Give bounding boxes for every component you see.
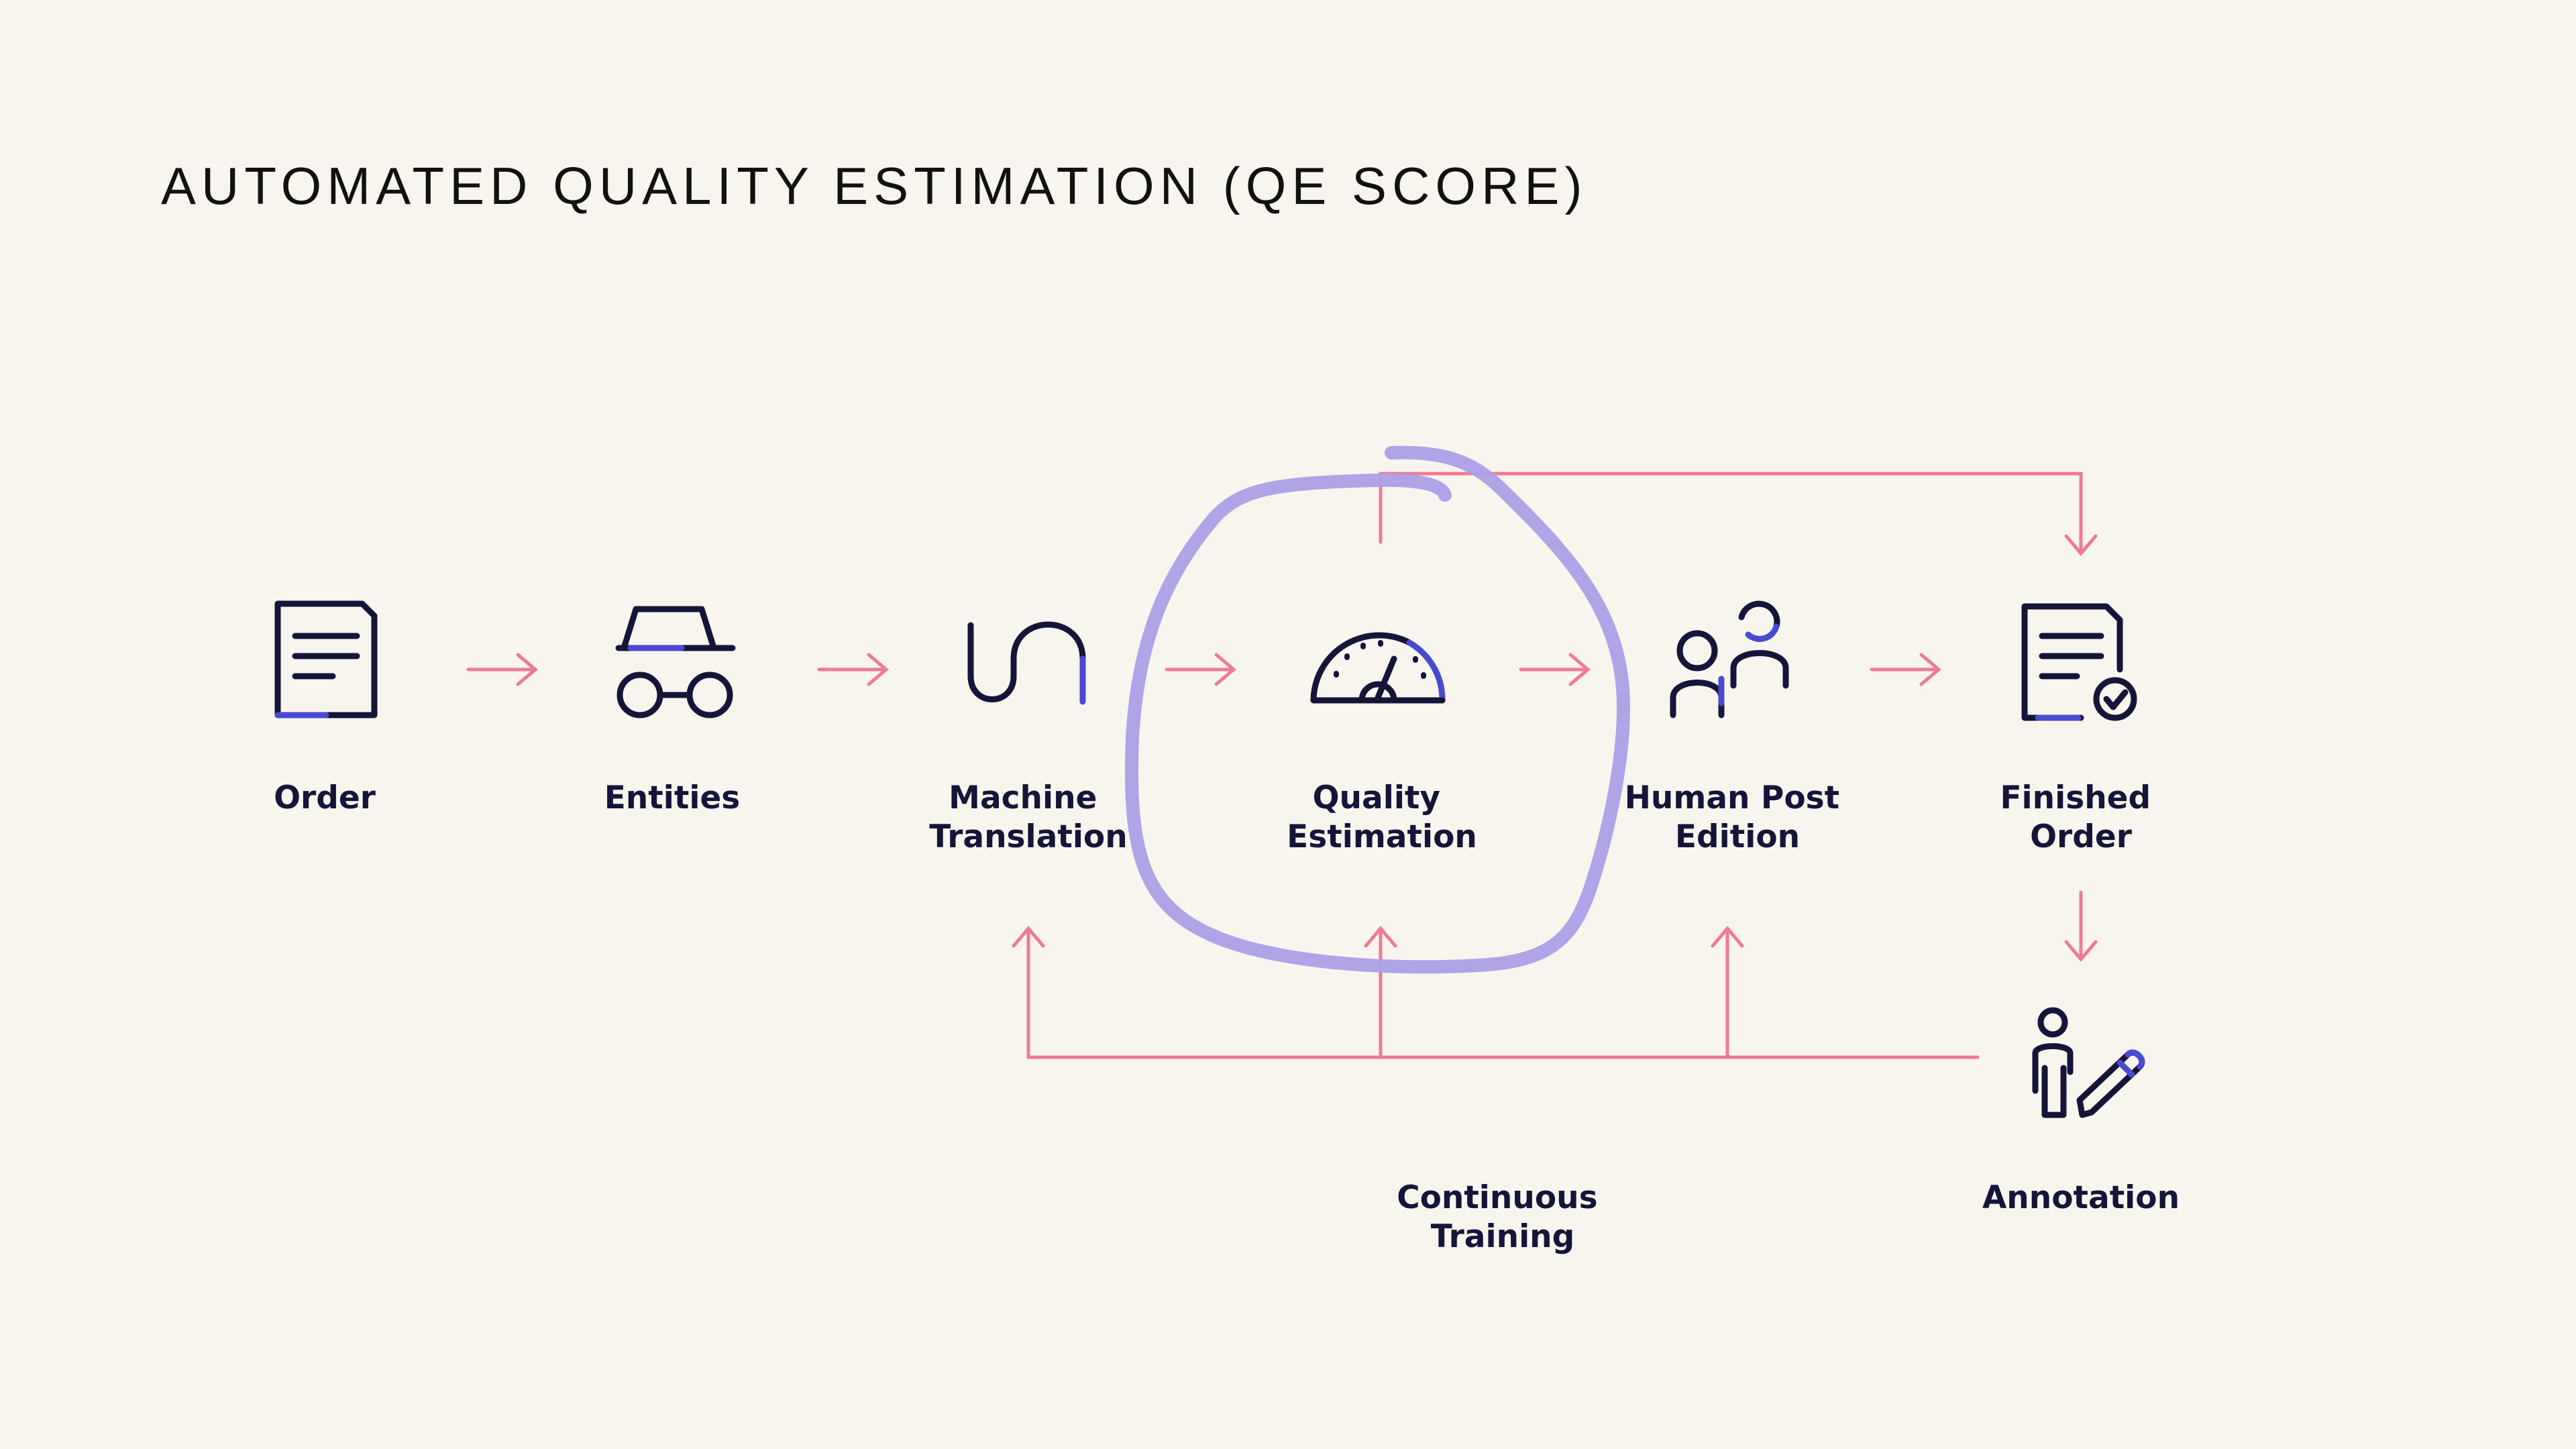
label-quality-estimation: Quality Estimation: [1287, 780, 1477, 855]
people-icon: [1670, 600, 1789, 718]
highlight-circle: [1124, 445, 1630, 974]
arrow-quality-estimation-to-finished-order: [1379, 472, 2098, 556]
arrow-order-to-entities: [466, 653, 538, 686]
label-finished-order: Finished Order: [2000, 780, 2161, 855]
label-quality-estimation-line-1: Quality: [1313, 780, 1440, 816]
label-annotation: Annotation: [1982, 1179, 2180, 1216]
document-check-icon: [2021, 603, 2137, 721]
arrow-training-to-human-post-edition: [1711, 926, 1744, 1059]
document-icon: [274, 600, 378, 718]
label-order-line-1: Order: [274, 780, 376, 816]
arrow-quality-estimation-to-human-post-edition: [1519, 653, 1591, 686]
label-entities: Entities: [604, 780, 741, 816]
incognito-icon: [615, 606, 736, 718]
person-pen-icon: [2032, 1007, 2145, 1118]
arrow-training-to-quality-estimation: [1364, 926, 1397, 1059]
label-human-post-edition: Human Post Edition: [1625, 780, 1851, 855]
label-continuous-training-line-1: Continuous: [1397, 1179, 1597, 1216]
label-annotation-line-1: Annotation: [1982, 1179, 2180, 1216]
label-order: Order: [274, 780, 376, 816]
arrow-finished-order-to-annotation: [2064, 890, 2098, 962]
label-machine-translation: Machine Translation: [929, 780, 1127, 855]
label-finished-order-line-2: Order: [2030, 818, 2133, 855]
label-continuous-training: Continuous Training: [1397, 1179, 1609, 1255]
label-machine-translation-line-1: Machine: [949, 780, 1097, 816]
arrow-human-post-edition-to-finished-order: [1870, 653, 1941, 686]
wave-icon: [967, 621, 1086, 705]
label-machine-translation-line-2: Translation: [929, 818, 1127, 855]
node-labels: Order Entities Machine Translation Quali…: [274, 780, 2180, 1255]
label-entities-line-1: Entities: [604, 780, 741, 816]
speedometer-icon: [1310, 632, 1446, 704]
label-finished-order-line-1: Finished: [2000, 780, 2151, 816]
label-human-post-edition-line-2: Edition: [1675, 818, 1800, 855]
label-quality-estimation-line-2: Estimation: [1287, 818, 1477, 855]
arrow-entities-to-machine-translation: [817, 653, 889, 686]
label-human-post-edition-line-1: Human Post: [1625, 780, 1840, 816]
flow-arrows: [466, 472, 2098, 1059]
arrow-training-to-machine-translation: [1012, 926, 1045, 1059]
slide-title: AUTOMATED QUALITY ESTIMATION (QE SCORE): [161, 156, 1588, 215]
label-continuous-training-line-2: Training: [1431, 1218, 1575, 1255]
arrow-machine-translation-to-quality-estimation: [1165, 653, 1236, 686]
